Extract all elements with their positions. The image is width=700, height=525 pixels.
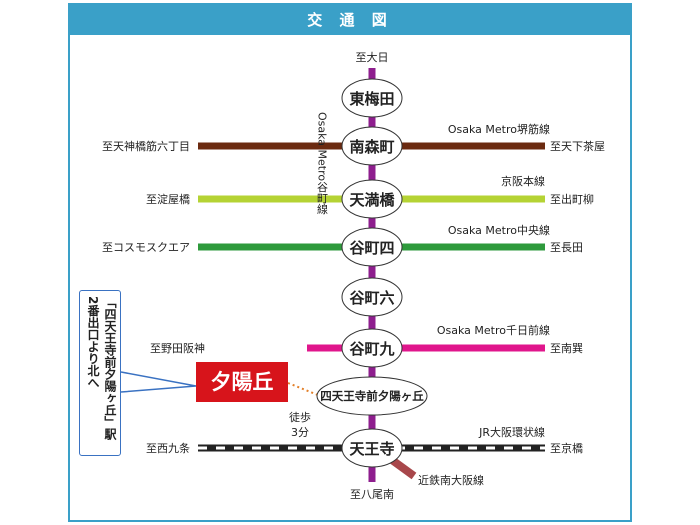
- jr-loop-name: JR大阪環状線: [478, 425, 545, 439]
- station-label: 谷町九: [349, 340, 394, 358]
- station-label: 天王寺: [349, 440, 394, 458]
- walk-label: 徒歩: [289, 410, 311, 424]
- sakaisuji-name: Osaka Metro堺筋線: [448, 122, 550, 136]
- station-label: 東梅田: [349, 90, 394, 108]
- station-label-shitennoji: 四天王寺前夕陽ヶ丘: [320, 389, 424, 403]
- station-label: 南森町: [349, 138, 394, 156]
- destination-badge: 夕陽丘: [196, 362, 288, 402]
- sennichimae-right: 至南巽: [550, 342, 583, 355]
- direction-north: 至大日: [356, 50, 389, 64]
- station-temmabashi: [341, 179, 403, 219]
- jr-loop-right: 至京橋: [550, 441, 583, 455]
- kintetsu-line: [389, 456, 417, 480]
- keihan-left: 至淀屋橋: [146, 192, 190, 206]
- callout-text: 「四天王寺前夕陽ヶ丘」駅 2番出口より北へ: [86, 296, 117, 440]
- station-minami-morimachi: [341, 126, 403, 166]
- sennichimae-left: 至野田阪神: [150, 341, 205, 355]
- keihan-right: 至出町柳: [550, 192, 594, 206]
- station-tanimachi-4: [341, 227, 403, 267]
- station-tennoji: [341, 428, 403, 468]
- station-label: 天満橋: [349, 191, 395, 209]
- jr-loop-left: 至西九条: [146, 441, 190, 455]
- callout-pointer: [120, 371, 197, 393]
- callout-box: [79, 290, 121, 456]
- direction-south: 至八尾南: [350, 488, 394, 501]
- kintetsu-name: 近鉄南大阪線: [418, 473, 484, 487]
- station-higashi-umeda: [341, 78, 403, 118]
- station-tanimachi-9: [341, 328, 403, 368]
- station-label: 谷町四: [349, 239, 394, 257]
- keihan-name: 京阪本線: [501, 174, 545, 188]
- walk-route: [287, 382, 319, 396]
- walk-time: 3分: [291, 426, 309, 439]
- chuo-left: 至コスモスクエア: [102, 241, 190, 254]
- tanimachi-line-label: Osaka Metro谷町線: [316, 112, 329, 214]
- sennichimae-name: Osaka Metro千日前線: [437, 323, 550, 337]
- station-shitennoji: [316, 376, 428, 416]
- map-title: 交 通 図: [70, 5, 630, 35]
- chuo-name: Osaka Metro中央線: [448, 223, 550, 237]
- chuo-right: 至長田: [550, 241, 583, 254]
- station-tanimachi-6: [341, 277, 403, 317]
- station-label: 谷町六: [349, 289, 394, 307]
- sakaisuji-right: 至天下茶屋: [550, 140, 605, 153]
- sakaisuji-left: 至天神橋筋六丁目: [102, 139, 190, 153]
